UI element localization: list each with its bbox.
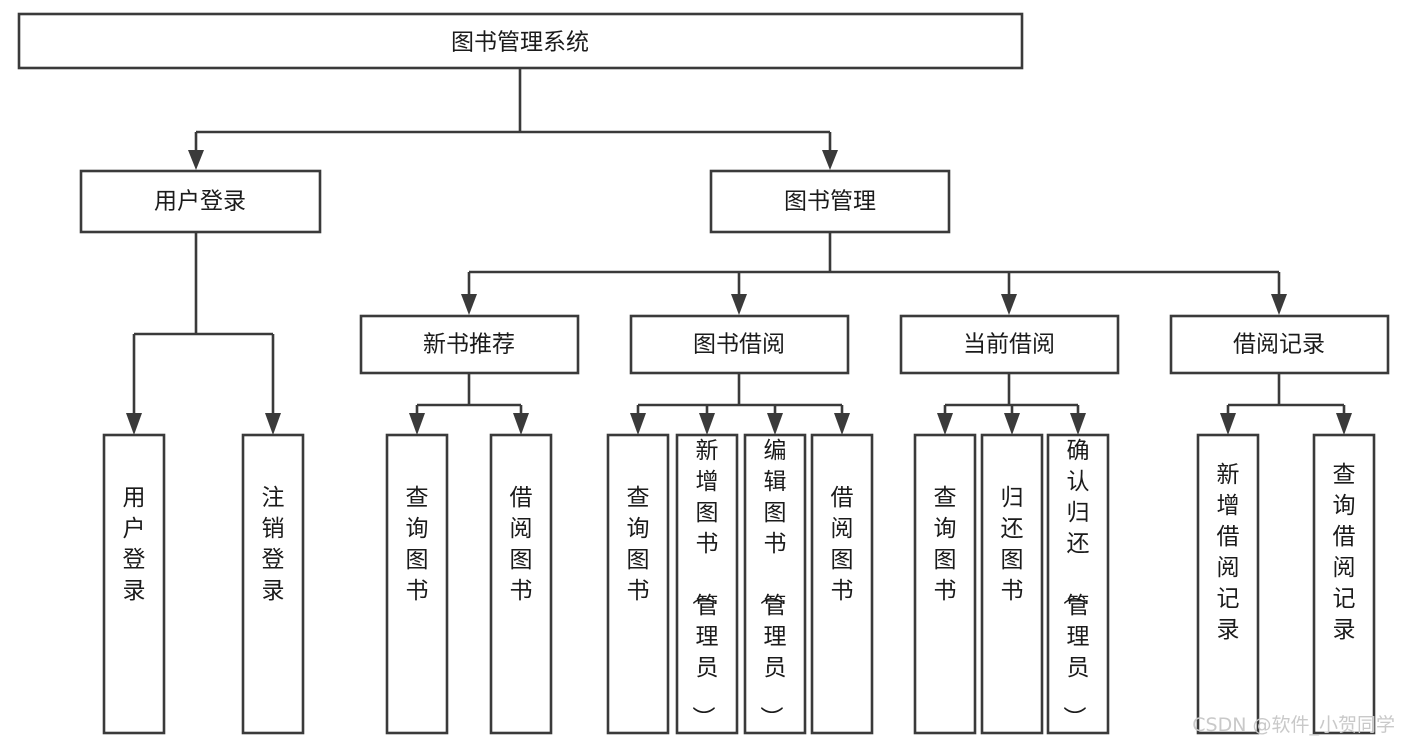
node-current-borrow-box — [899, 314, 1120, 375]
node-leaf-user-logout-label: 注销登录 — [262, 485, 285, 604]
node-borrow-record-label: 借阅记录 — [1233, 332, 1325, 358]
node-leaf-query-book-2[interactable]: 查询图书 — [606, 433, 670, 735]
node-book-management-label: 图书管理 — [784, 189, 876, 215]
arrow-head-new-book-leaf-1 — [409, 413, 425, 435]
arrow-head-user-login-leaf-2 — [265, 413, 281, 435]
arrow-head-bm-to-book-borrow — [731, 294, 747, 315]
connector-group-book-management — [461, 232, 1287, 315]
arrow-head-book-borrow-leaf-4 — [834, 413, 850, 435]
node-leaf-user-login-label: 用户登录 — [123, 485, 146, 604]
node-leaf-add-book[interactable]: 新增图书（管理员） — [675, 433, 739, 735]
arrow-head-user-login-leaf-1 — [126, 413, 142, 435]
node-current-borrow[interactable]: 当前借阅 — [899, 314, 1120, 375]
node-leaf-borrow-book-1[interactable]: 借阅图书 — [489, 433, 553, 735]
node-book-borrow-box — [629, 314, 850, 375]
node-book-borrow-label: 图书借阅 — [693, 332, 785, 358]
arrow-head-book-borrow-leaf-3 — [767, 413, 783, 435]
node-leaf-return-book-box — [980, 433, 1044, 735]
node-leaf-user-logout-box — [241, 433, 305, 735]
arrow-head-book-borrow-leaf-2 — [699, 413, 715, 435]
node-root[interactable]: 图书管理系统 — [17, 12, 1024, 70]
connector-group-new-book-recommend — [409, 373, 529, 435]
arrow-head-current-borrow-leaf-3 — [1070, 413, 1086, 435]
node-root-box — [17, 12, 1024, 70]
arrow-head-current-borrow-leaf-1 — [937, 413, 953, 435]
node-leaf-edit-book-box — [743, 433, 807, 735]
arrow-head-borrow-record-leaf-2 — [1336, 413, 1352, 435]
node-borrow-record-box — [1169, 314, 1390, 375]
node-leaf-confirm-return-label: 确认归还（管理员） — [1061, 438, 1090, 729]
node-leaf-query-book-1-box — [385, 433, 449, 735]
connector-group-current-borrow — [937, 373, 1086, 435]
node-book-management[interactable]: 图书管理 — [709, 169, 951, 234]
node-leaf-query-book-3-box — [913, 433, 977, 735]
node-leaf-edit-book[interactable]: 编辑图书（管理员） — [743, 433, 807, 735]
node-leaf-query-record-box — [1312, 433, 1376, 735]
connector-group-book-borrow — [630, 373, 850, 435]
node-leaf-query-book-1[interactable]: 查询图书 — [385, 433, 449, 735]
node-user-login-box — [79, 169, 322, 234]
node-book-management-box — [709, 169, 951, 234]
arrow-head-root-to-user-login — [188, 150, 204, 170]
node-user-login[interactable]: 用户登录 — [79, 169, 322, 234]
arrow-head-root-to-book-management — [822, 150, 838, 170]
arrow-head-bm-to-current-borrow — [1001, 294, 1017, 315]
arrow-head-bm-to-borrow-record — [1271, 294, 1287, 315]
arrow-head-current-borrow-leaf-2 — [1004, 413, 1020, 435]
node-book-borrow[interactable]: 图书借阅 — [629, 314, 850, 375]
node-leaf-add-record[interactable]: 新增借阅记录 — [1196, 433, 1260, 735]
node-borrow-record[interactable]: 借阅记录 — [1169, 314, 1390, 375]
node-leaf-add-record-label: 新增借阅记录 — [1217, 462, 1240, 643]
node-leaf-query-book-2-label: 查询图书 — [627, 485, 650, 604]
node-leaf-borrow-book-1-box — [489, 433, 553, 735]
node-root-label: 图书管理系统 — [451, 30, 589, 56]
node-leaf-add-book-box — [675, 433, 739, 735]
node-leaf-query-book-1-label: 查询图书 — [406, 485, 429, 604]
arrow-head-book-borrow-leaf-1 — [630, 413, 646, 435]
node-current-borrow-label: 当前借阅 — [963, 332, 1055, 358]
node-leaf-query-record[interactable]: 查询借阅记录 — [1312, 433, 1376, 735]
node-leaf-borrow-book-2-box — [810, 433, 874, 735]
node-leaf-return-book-label: 归还图书 — [1001, 485, 1024, 604]
connector-group-root — [188, 68, 838, 170]
node-leaf-user-logout[interactable]: 注销登录 — [241, 433, 305, 735]
node-leaf-edit-book-label: 编辑图书（管理员） — [758, 438, 787, 729]
node-leaf-borrow-book-2-label: 借阅图书 — [831, 485, 854, 604]
node-new-book-recommend-box — [359, 314, 580, 375]
node-leaf-query-book-2-box — [606, 433, 670, 735]
node-new-book-recommend-label: 新书推荐 — [423, 332, 515, 358]
node-leaf-add-record-box — [1196, 433, 1260, 735]
node-leaf-user-login[interactable]: 用户登录 — [102, 433, 166, 735]
connector-group-user-login — [126, 232, 281, 435]
node-leaf-user-login-box — [102, 433, 166, 735]
node-user-login-label: 用户登录 — [154, 189, 246, 215]
node-leaf-borrow-book-1-label: 借阅图书 — [510, 485, 533, 604]
arrow-head-borrow-record-leaf-1 — [1220, 413, 1236, 435]
node-new-book-recommend[interactable]: 新书推荐 — [359, 314, 580, 375]
node-leaf-return-book[interactable]: 归还图书 — [980, 433, 1044, 735]
node-leaf-borrow-book-2[interactable]: 借阅图书 — [810, 433, 874, 735]
node-leaf-query-book-3-label: 查询图书 — [934, 485, 957, 604]
watermark-label: CSDN @软件_小贺同学 — [1192, 714, 1395, 736]
node-leaf-confirm-return[interactable]: 确认归还（管理员） — [1046, 433, 1110, 735]
connector-group-borrow-record — [1220, 373, 1352, 435]
node-leaf-confirm-return-box — [1046, 433, 1110, 735]
node-leaf-query-record-label: 查询借阅记录 — [1333, 462, 1356, 643]
node-leaf-add-book-label: 新增图书（管理员） — [690, 438, 719, 729]
arrow-head-bm-to-new-book — [461, 294, 477, 315]
node-leaf-query-book-3[interactable]: 查询图书 — [913, 433, 977, 735]
arrow-head-new-book-leaf-2 — [513, 413, 529, 435]
